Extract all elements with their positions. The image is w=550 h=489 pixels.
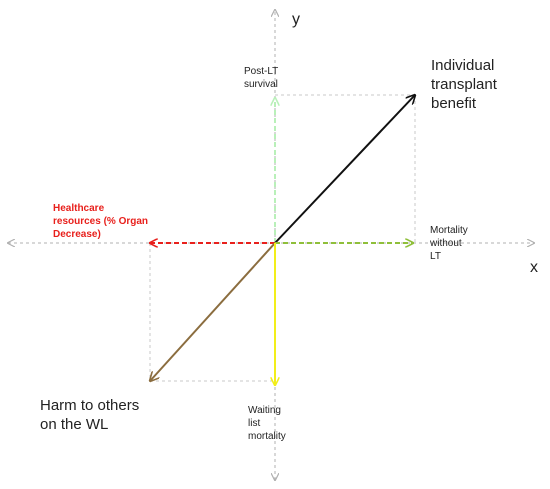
mortality-without-lt-label: Mortality without LT	[429, 225, 471, 262]
post-lt-survival-label: Post-LT survival	[244, 66, 281, 90]
y-axis-label: y	[292, 11, 300, 28]
waiting-list-mortality-label: Waiting list mortality	[248, 405, 286, 442]
guide-lines	[149, 94, 416, 382]
x-axis-label: x	[530, 259, 538, 276]
harm-to-others-arrow	[150, 242, 276, 381]
individual-benefit-arrow	[274, 95, 415, 244]
healthcare-resources-label: Healthcare resources (% Organ Decrease)	[53, 203, 151, 240]
individual-benefit-label: Individual transplant benefit	[431, 57, 501, 112]
harm-to-others-label: Harm to others on the WL	[40, 397, 143, 433]
